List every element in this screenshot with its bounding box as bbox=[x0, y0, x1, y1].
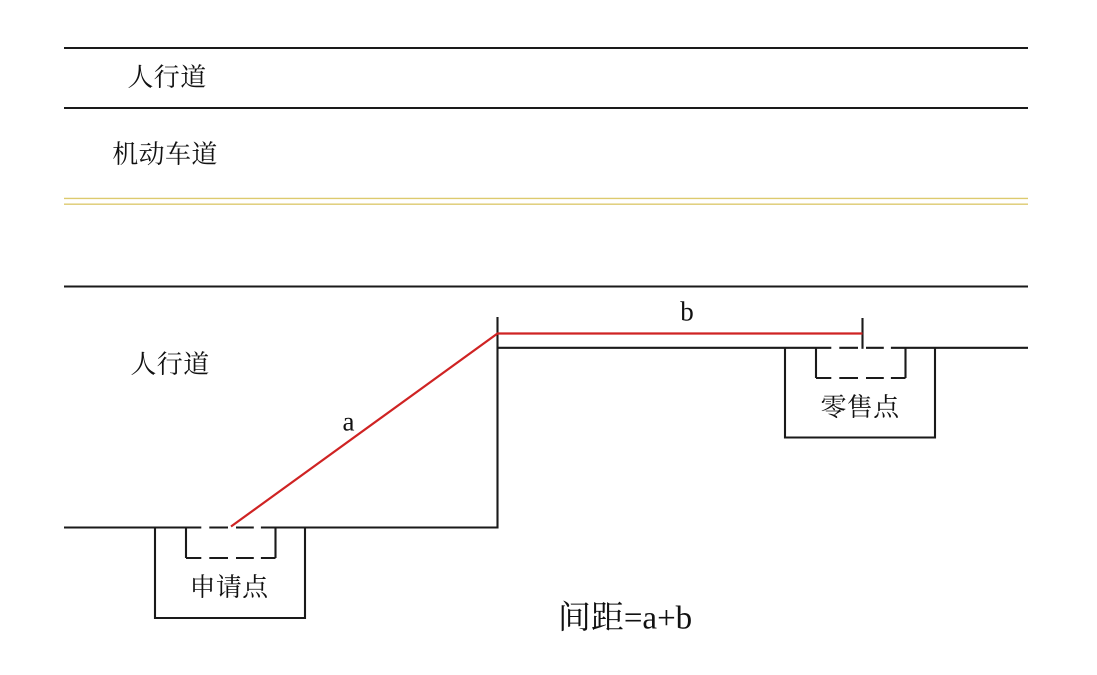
application-point-building bbox=[153, 527, 307, 620]
label-distance-formula: 间距=a+b bbox=[557, 600, 693, 636]
label-retail-point: 零售点 bbox=[820, 392, 900, 422]
application-doorway-jambs bbox=[184, 527, 277, 558]
retail-building-outline bbox=[783, 347, 937, 439]
label-application-point: 申请点 bbox=[189, 572, 269, 602]
label-motorway: 机动车道 bbox=[112, 139, 218, 169]
measure-path-red bbox=[230, 332, 863, 528]
retail-point-building bbox=[783, 347, 937, 439]
label-segment-a: a bbox=[342, 406, 355, 436]
application-building-outline bbox=[153, 527, 307, 620]
retail-doorway-jambs bbox=[814, 347, 907, 378]
label-segment-b: b bbox=[680, 296, 694, 326]
label-sidewalk-bottom: 人行道 bbox=[130, 349, 210, 379]
label-sidewalk-top: 人行道 bbox=[127, 62, 207, 92]
yellow-center-double-line bbox=[64, 197, 1028, 205]
